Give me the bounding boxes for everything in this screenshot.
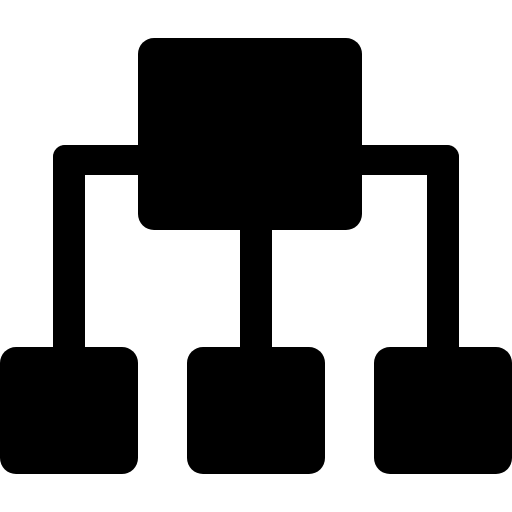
child-node-left (0, 347, 138, 474)
connector-right (427, 145, 459, 360)
connector-left (53, 145, 85, 360)
child-node-right (374, 347, 512, 474)
child-node-center (187, 347, 325, 474)
parent-node (138, 38, 362, 230)
